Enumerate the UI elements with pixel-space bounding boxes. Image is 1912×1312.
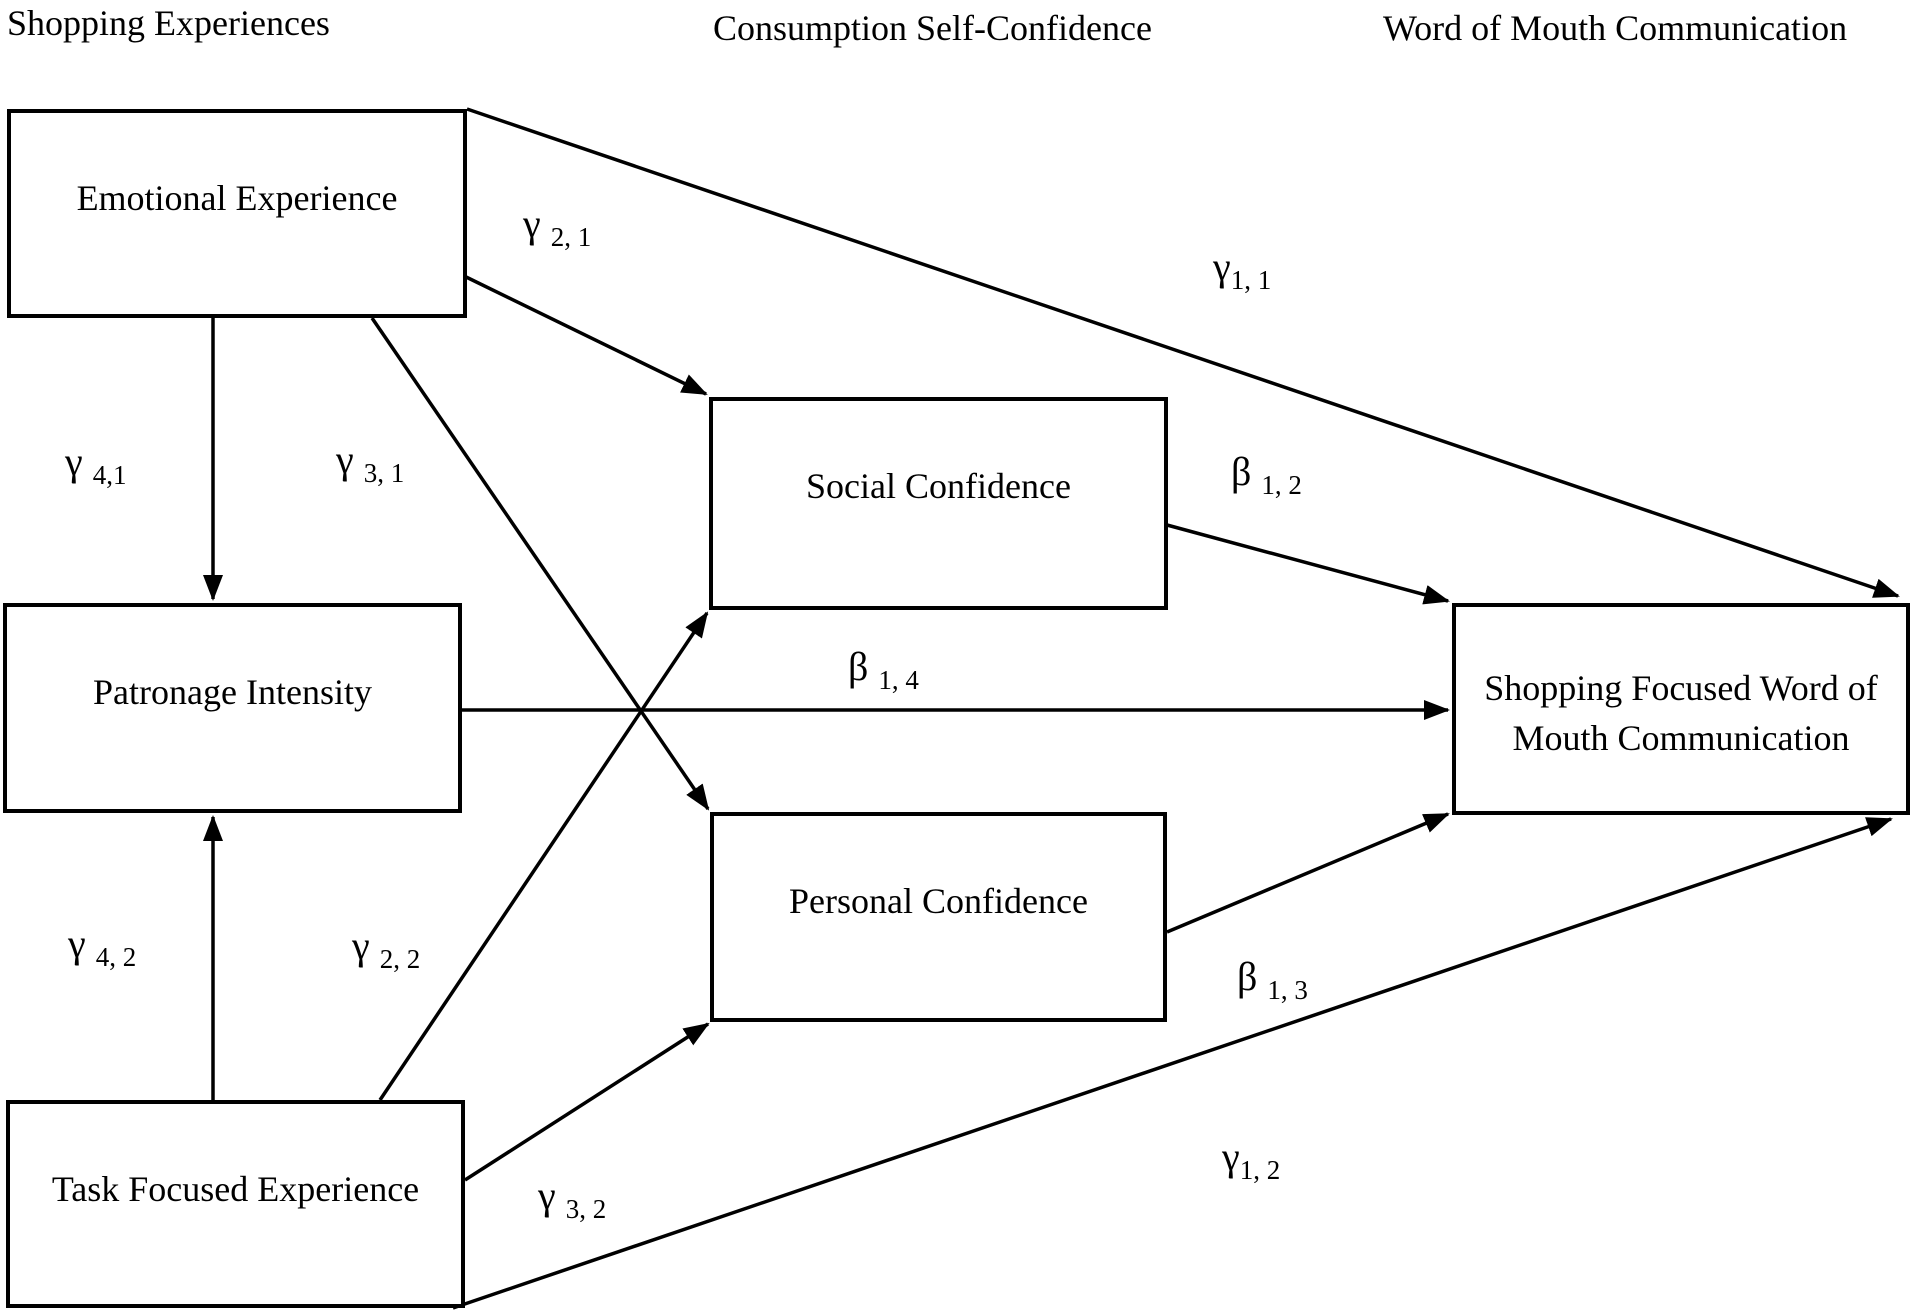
box-label: Task Focused Experience (51, 1169, 420, 1209)
greek-symbol: γ (1222, 1134, 1240, 1179)
greek-symbol: β (848, 644, 879, 689)
box-label: Emotional Experience (76, 178, 398, 218)
path-label-gamma-2-2: γ 2, 2 (352, 922, 420, 973)
arrow-gamma-1-2 (452, 817, 1893, 1310)
path-subscript: 1, 1 (1230, 265, 1272, 295)
path-label-gamma-3-2: γ 3, 2 (538, 1172, 606, 1223)
greek-symbol: γ (538, 1173, 566, 1218)
arrow-beta-1-3 (1166, 812, 1450, 934)
greek-symbol: γ (352, 923, 380, 968)
box-task-focused-experience: Task Focused Experience (6, 1100, 465, 1308)
arrow-gamma-3-1 (370, 317, 710, 811)
path-subscript: 1, 2 (1261, 470, 1302, 500)
box-personal-confidence: Personal Confidence (710, 812, 1167, 1022)
path-label-gamma-1-2: γ1, 2 (1222, 1133, 1280, 1184)
box-social-confidence: Social Confidence (709, 397, 1168, 610)
greek-symbol: γ (336, 437, 364, 482)
path-subscript: 1, 3 (1267, 975, 1308, 1005)
path-label-gamma-3-1: γ 3, 1 (336, 436, 404, 487)
path-subscript: 2, 2 (379, 944, 421, 974)
path-subscript: 1, 4 (878, 665, 919, 695)
path-subscript: 3, 1 (363, 458, 405, 488)
greek-symbol: β (1237, 954, 1268, 999)
greek-symbol: γ (1213, 244, 1231, 289)
path-subscript: 3, 2 (565, 1194, 607, 1224)
greek-symbol: γ (68, 921, 96, 966)
path-label-gamma-4-1: γ 4,1 (65, 438, 126, 489)
box-label: Patronage Intensity (93, 672, 372, 712)
path-label-beta-1-4: β 1, 4 (848, 643, 919, 694)
path-subscript: 4, 2 (95, 942, 137, 972)
arrow-gamma-2-1 (461, 273, 708, 396)
path-subscript: 4,1 (92, 460, 127, 490)
path-label-beta-1-2: β 1, 2 (1231, 448, 1302, 499)
arrow-gamma-1-1 (466, 107, 1900, 598)
column-header-consumption-self-confidence: Consumption Self-Confidence (713, 8, 1152, 48)
arrow-gamma-3-2 (464, 1022, 710, 1182)
greek-symbol: γ (523, 201, 551, 246)
box-shopping-focused-wom: Shopping Focused Word of Mouth Communica… (1452, 603, 1910, 815)
path-subscript: 2, 1 (550, 222, 592, 252)
box-patronage-intensity: Patronage Intensity (3, 603, 462, 813)
path-subscript: 1, 2 (1239, 1155, 1281, 1185)
path-label-gamma-4-2: γ 4, 2 (68, 920, 136, 971)
greek-symbol: β (1231, 449, 1262, 494)
box-label: Personal Confidence (789, 881, 1088, 921)
column-header-word-of-mouth-communication: Word of Mouth Communication (1383, 8, 1848, 48)
box-label: Shopping Focused Word of Mouth Communica… (1484, 668, 1878, 759)
path-label-beta-1-3: β 1, 3 (1237, 953, 1308, 1004)
box-label: Social Confidence (806, 466, 1071, 506)
column-header-shopping-experiences: Shopping Experiences (7, 3, 330, 43)
box-emotional-experience: Emotional Experience (7, 109, 467, 318)
path-label-gamma-1-1: γ1, 1 (1213, 243, 1271, 294)
arrow-gamma-2-2 (378, 611, 709, 1101)
arrow-beta-1-2 (1166, 523, 1450, 605)
greek-symbol: γ (65, 439, 93, 484)
path-label-gamma-2-1: γ 2, 1 (523, 200, 591, 251)
